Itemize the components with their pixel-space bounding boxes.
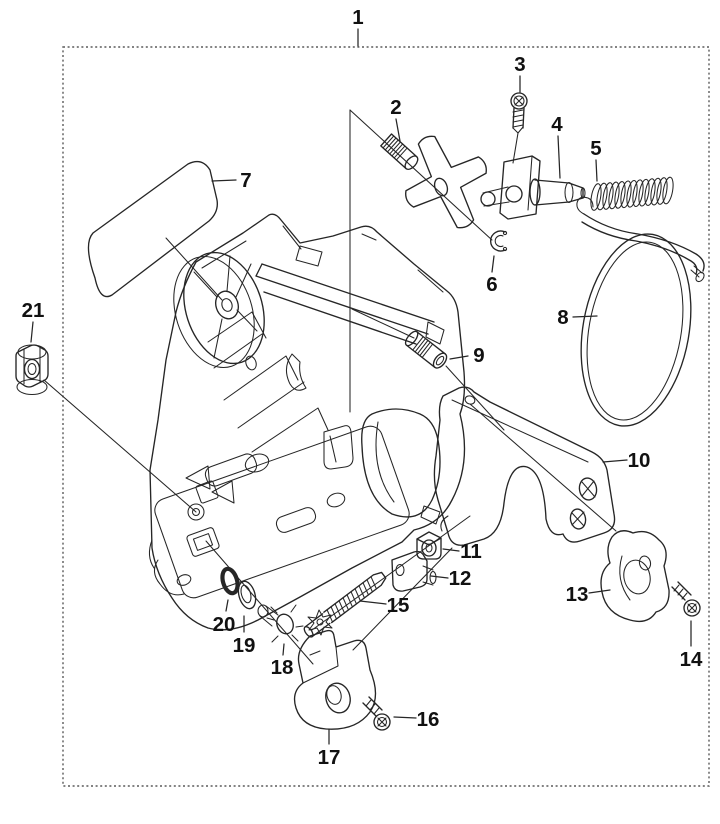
part-12-tensioner-block xyxy=(391,550,437,592)
callout-17-label: 17 xyxy=(318,746,341,769)
callout-16-leader xyxy=(393,716,417,719)
part-21-flange-nut xyxy=(15,344,49,396)
callout-9-label: 9 xyxy=(473,344,484,367)
part-19-washer xyxy=(237,580,257,610)
callout-3-label: 3 xyxy=(514,53,525,76)
callout-19-label: 19 xyxy=(233,634,256,657)
callout-13-leader xyxy=(588,589,611,594)
part-2-piston xyxy=(380,133,419,171)
callout-4-leader xyxy=(557,135,561,179)
callout-11-leader xyxy=(442,548,460,552)
part-11-square-nut xyxy=(416,531,442,560)
callout-7-leader xyxy=(211,179,237,182)
callout-14-label: 14 xyxy=(680,648,703,671)
callout-2-label: 2 xyxy=(390,96,401,119)
main-body-drawing xyxy=(148,213,466,631)
callout-15-label: 15 xyxy=(387,594,410,617)
pivot-link-bracket xyxy=(480,155,541,220)
callout-5-label: 5 xyxy=(590,137,601,160)
callout-11-label: 11 xyxy=(460,540,482,563)
part-8-brake-band xyxy=(576,196,705,427)
callout-9-leader xyxy=(449,355,469,360)
callout-13-label: 13 xyxy=(566,583,589,606)
assembly-boundary-frame xyxy=(62,46,710,787)
callout-4-label: 4 xyxy=(551,113,563,136)
callout-18-label: 18 xyxy=(271,656,294,679)
part-18-worm-gear xyxy=(257,604,304,643)
part-4-plunger xyxy=(529,178,586,206)
callout-7-label: 7 xyxy=(240,169,251,192)
callout-6-label: 6 xyxy=(486,273,497,296)
part-13-adjuster-cam xyxy=(600,530,670,623)
callout-10-leader xyxy=(602,459,628,463)
callout-2-leader xyxy=(395,118,401,142)
callout-6-leader xyxy=(491,255,495,273)
part-15-tension-screw xyxy=(303,571,387,638)
part-6-e-clip xyxy=(489,230,508,252)
callout-5-leader xyxy=(595,159,598,182)
part-20-o-ring xyxy=(220,566,240,596)
part-16-screw xyxy=(362,696,391,731)
brake-lever-cross xyxy=(405,135,487,229)
callout-15-leader xyxy=(359,600,387,605)
callout-8-leader xyxy=(572,315,598,318)
part-7-cover-plate xyxy=(87,160,218,298)
part-10-side-plate xyxy=(420,386,616,546)
part-14-screw xyxy=(671,581,701,617)
part-9-pin xyxy=(404,330,448,369)
callout-12-leader xyxy=(430,575,449,579)
part-3-screw xyxy=(510,92,528,134)
callout-21-leader xyxy=(30,321,34,343)
callout-20-leader xyxy=(225,599,229,612)
callout-8-label: 8 xyxy=(557,306,568,329)
part-17-guide-plate xyxy=(293,629,377,730)
callout-20-label: 20 xyxy=(213,613,236,636)
part-5-spring xyxy=(590,176,674,211)
callout-10-label: 10 xyxy=(628,449,651,472)
callout-16-label: 16 xyxy=(417,708,440,731)
callout-21-label: 21 xyxy=(22,299,45,322)
callout-1-label: 1 xyxy=(352,6,363,29)
callout-18-leader xyxy=(282,643,285,656)
callout-12-label: 12 xyxy=(449,567,472,590)
